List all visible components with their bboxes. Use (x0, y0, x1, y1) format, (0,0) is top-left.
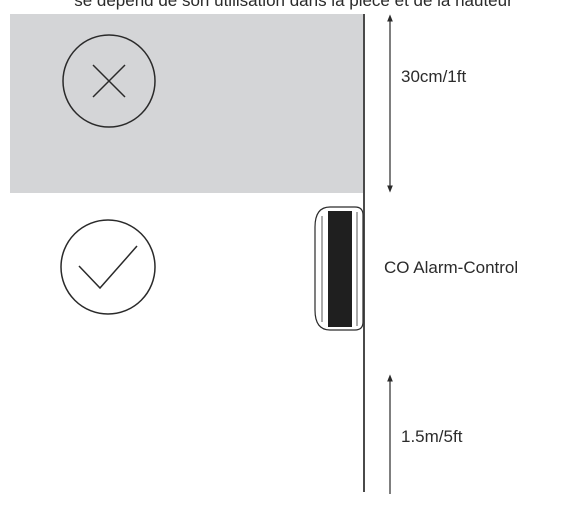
bottom-distance-label: 1.5m/5ft (401, 427, 463, 446)
device-label: CO Alarm-Control (384, 258, 519, 277)
top-distance-label: 30cm/1ft (401, 67, 467, 86)
check-circle-icon (60, 219, 156, 315)
cross-circle-icon (62, 34, 156, 128)
wall-line (363, 14, 365, 492)
co-alarm-device (314, 206, 364, 331)
diagram-caption: se dépend de son utilisation dans la piè… (74, 0, 513, 10)
